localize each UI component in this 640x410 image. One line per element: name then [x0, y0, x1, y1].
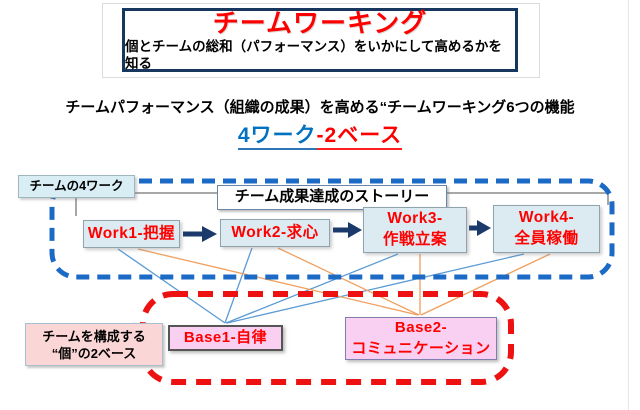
four-work-side-label: チームの4ワーク — [18, 175, 135, 198]
work3-label-line1: Work3- — [387, 210, 443, 228]
page-subtitle: 個とチームの総和（パフォーマンス）をいかにして高めるかを知る — [125, 39, 502, 71]
base2-box: Base2- コミュニケーション — [345, 317, 497, 360]
title-placeholder-outline — [102, 3, 540, 78]
work4-label-line1: Work4- — [518, 209, 575, 227]
slide-right-edge — [628, 0, 629, 410]
four-work-dashed-frame — [49, 178, 615, 280]
flow-arrows — [183, 220, 491, 242]
header-title-box: チームワーキング 個とチームの総和（パフォーマンス）をいかにして高めるかを知る — [122, 8, 518, 72]
two-base-dashed-frame — [140, 291, 514, 385]
formula-red-part: -2ベース — [316, 124, 403, 150]
work2-label: Work2-求心 — [231, 223, 319, 241]
work3-box: Work3- 作戦立案 — [363, 207, 467, 253]
work1-box: Work1-把握 — [83, 220, 180, 248]
two-base-side-label-line1: チームを構成する — [42, 328, 146, 344]
connector-work4-base2 — [420, 253, 551, 316]
connector-work1-base2 — [137, 248, 419, 316]
formula-blue-part: 4ワーク — [237, 124, 317, 150]
work3-label-line2: 作戦立案 — [382, 231, 447, 248]
arrowhead-work2-work3 — [348, 222, 362, 238]
page-title: チームワーキング — [212, 8, 428, 38]
formula-line: 4ワーク-2ベース — [0, 119, 640, 150]
base1-label: Base1-自律 — [183, 328, 268, 346]
connector-work3-base1 — [225, 253, 399, 324]
connector-work2-base2 — [277, 247, 420, 316]
two-base-side-label-line2: “個”の2ベース — [51, 345, 137, 361]
arrowhead-work3-work4 — [477, 220, 491, 236]
connectors-to-base1 — [117, 247, 525, 324]
work2-box: Work2-求心 — [220, 219, 330, 247]
two-base-side-label: チームを構成する “個”の2ベース — [25, 323, 163, 366]
work4-box: Work4- 全員稼働 — [493, 205, 600, 253]
work4-label-line2: 全員稼働 — [514, 230, 579, 247]
base2-label-line1: Base2- — [394, 319, 448, 337]
arrowhead-work1-work2 — [202, 226, 217, 242]
intro-line: チームパフォーマンス（組織の成果）を高める“チームワーキング6つの機能 — [65, 99, 575, 116]
base1-box: Base1-自律 — [168, 325, 283, 351]
base2-label-line2: コミュニケーション — [351, 339, 491, 357]
work1-label: Work1-把握 — [87, 224, 176, 242]
connector-work4-base1 — [226, 253, 525, 324]
story-title-box: チーム成果達成のストーリー — [217, 185, 447, 210]
connectors-to-base2 — [137, 247, 551, 316]
connector-work1-base1 — [117, 248, 226, 324]
connector-work2-base1 — [224, 247, 253, 324]
